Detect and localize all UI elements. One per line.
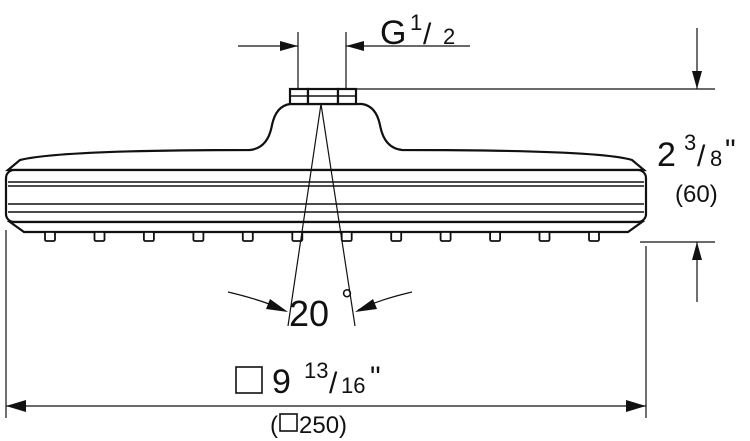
thread-slash: / — [423, 18, 432, 51]
nozzle — [241, 231, 254, 242]
nozzle — [44, 231, 56, 242]
nozzle — [439, 231, 452, 242]
height-whole: 2 — [657, 136, 676, 174]
nozzle — [291, 231, 304, 242]
nozzle — [390, 231, 403, 242]
width-unit: " — [370, 361, 381, 394]
nozzle — [340, 231, 353, 242]
width-metric-open: ( — [270, 412, 278, 439]
angle-unit: ° — [341, 284, 353, 317]
nozzle — [489, 231, 502, 242]
spray-angle-dimension: 20 ° — [227, 103, 413, 334]
connector-nut — [288, 87, 358, 106]
width-slash: / — [329, 367, 338, 400]
thread-prefix: G — [380, 14, 406, 52]
angle-value: 20 — [289, 293, 329, 334]
square-symbol — [235, 366, 263, 394]
nozzle — [192, 231, 205, 242]
height-numerator: 3 — [684, 130, 696, 155]
height-dimension: 2 3 / 8 " (60) — [356, 28, 736, 302]
width-dimension: 9 13 / 16 " ( 250) — [5, 230, 647, 439]
thread-dimension: G 1 / 2 — [238, 10, 470, 89]
height-denominator: 8 — [710, 146, 722, 171]
width-whole: 9 — [272, 363, 291, 401]
width-numerator: 13 — [304, 358, 328, 383]
height-metric: (60) — [675, 181, 718, 208]
nozzle — [93, 231, 106, 242]
width-denominator: 16 — [341, 373, 365, 398]
height-slash: / — [697, 140, 706, 173]
nozzle — [142, 231, 155, 242]
thread-denominator: 2 — [443, 24, 455, 49]
nozzle — [588, 231, 600, 242]
thread-numerator: 1 — [410, 10, 422, 35]
width-metric-value: 250) — [299, 412, 347, 439]
nozzle — [538, 231, 551, 242]
shower-head-body — [4, 102, 648, 234]
height-unit: " — [725, 134, 736, 167]
nozzle-row — [44, 231, 600, 242]
metric-square-symbol — [279, 413, 298, 432]
